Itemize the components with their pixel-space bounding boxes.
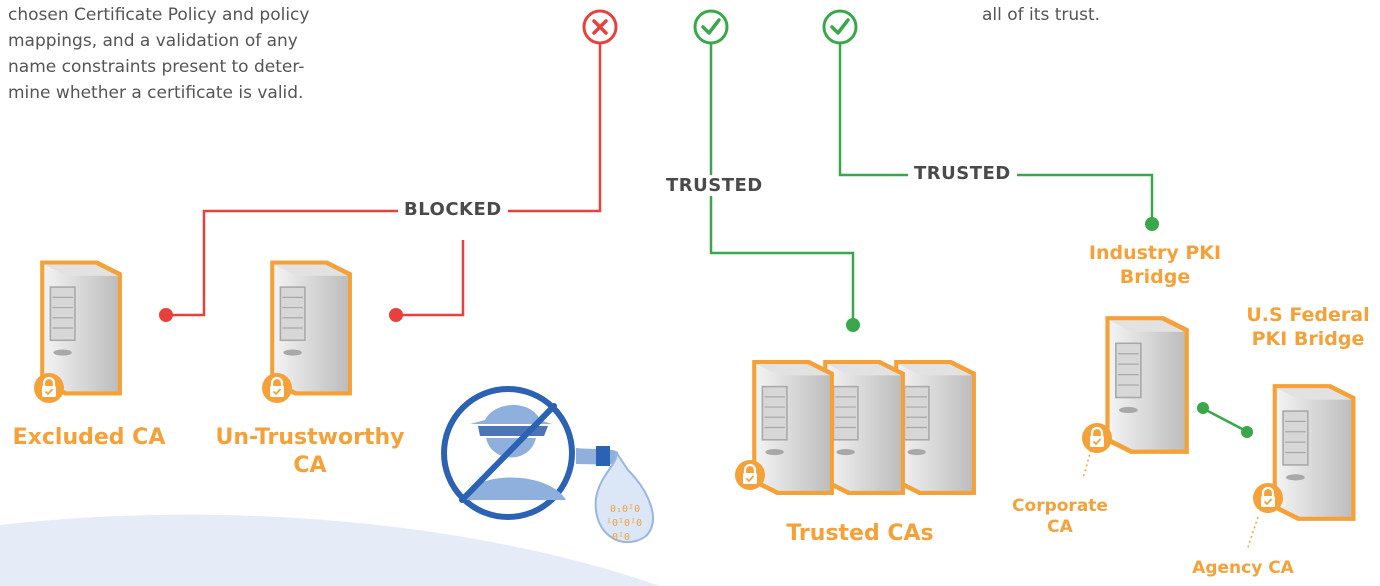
untrustworthy-ca-label: Un-Trustworthy CA <box>215 425 405 478</box>
padlock-icon <box>1082 423 1112 453</box>
check-circle-icon <box>693 9 729 45</box>
industry-bridge-server <box>1082 315 1190 455</box>
industry-bridge-label: Industry PKI Bridge <box>1088 242 1222 288</box>
paragraph-line: mine whether a certificate is valid. <box>8 83 304 103</box>
padlock-icon <box>34 373 64 403</box>
svg-text:0₁0ᴵ0: 0₁0ᴵ0 <box>610 504 640 515</box>
excluded-ca-server <box>34 259 123 403</box>
federal-bridge-label: U.S Federal PKI Bridge <box>1246 304 1370 350</box>
trusted-endpoint <box>1197 402 1209 414</box>
corporate-ca-label: Corporate CA <box>1012 496 1108 538</box>
trusted-tag: TRUSTED <box>908 163 1017 184</box>
federal-bridge-server <box>1253 383 1357 522</box>
excluded-ca-label: Excluded CA <box>12 425 166 450</box>
intro-paragraph: chosen Certificate Policy and policy map… <box>8 2 436 106</box>
padlock-icon <box>1253 483 1283 513</box>
check-circle-icon <box>822 9 858 45</box>
untrustworthy-ca-server <box>262 259 353 403</box>
corporate-ca-leader <box>1082 449 1092 479</box>
trusted-endpoint <box>846 318 860 332</box>
paragraph-line: name constraints present to deter- <box>8 57 305 77</box>
padlock-icon <box>262 373 292 403</box>
blocked-endpoint <box>159 308 173 322</box>
agency-ca-leader <box>1246 516 1259 551</box>
blocked-connector <box>168 44 602 317</box>
forbidden-thief-icon: 0₁0ᴵ0 ᴵ0ᴵ0ᴵ0 0ᴵ0 <box>441 386 654 544</box>
trusted-endpoint <box>1145 217 1159 231</box>
paragraph-line: mappings, and a validation of any <box>8 31 298 51</box>
svg-text:ᴵ0ᴵ0ᴵ0: ᴵ0ᴵ0ᴵ0 <box>606 518 642 529</box>
trusted-endpoint <box>1241 426 1253 438</box>
agency-ca-label: Agency CA <box>1192 558 1294 578</box>
x-circle-icon <box>582 9 618 45</box>
trusted-tag: TRUSTED <box>660 175 769 196</box>
blocked-tag: BLOCKED <box>398 199 508 220</box>
blocked-endpoint <box>389 308 403 322</box>
svg-text:0ᴵ0: 0ᴵ0 <box>612 532 630 543</box>
trusted-ca-server <box>735 359 835 496</box>
paragraph-line: all of its trust. <box>982 5 1101 25</box>
paragraph-line: chosen Certificate Policy and policy <box>8 5 310 25</box>
trust-paragraph-fragment: all of its trust. <box>982 2 1182 28</box>
padlock-icon <box>735 460 765 490</box>
trusted-cas-label: Trusted CAs <box>786 521 934 546</box>
background-wave <box>0 514 660 586</box>
